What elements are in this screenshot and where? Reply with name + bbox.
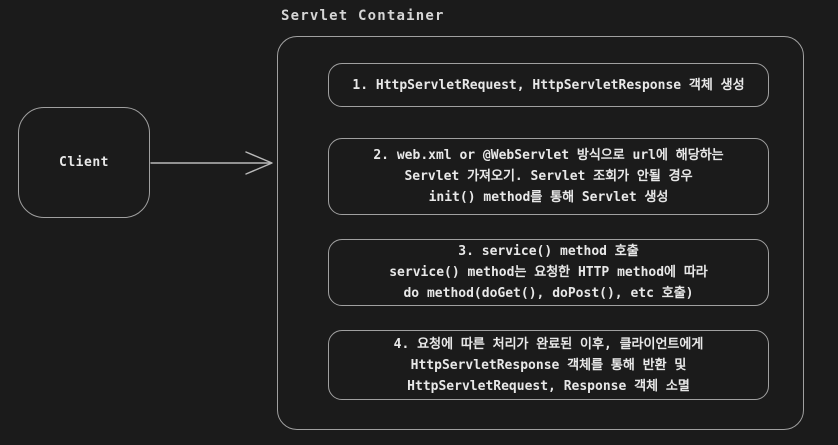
step-3-node: 3. service() method 호출 service() method는… (328, 239, 769, 306)
servlet-container-title: Servlet Container (281, 8, 445, 24)
step-3-line-3: do method(doGet(), doPost(), etc 호출) (403, 286, 694, 301)
step-4-line-3: HttpServletRequest, Response 객체 소멸 (407, 378, 690, 394)
step-4-line-2: HttpServletResponse 객체를 통해 반환 및 (410, 357, 687, 373)
servlet-container-node: 1. HttpServletRequest, HttpServletRespon… (277, 36, 804, 430)
step-3-line-1: 3. service() method 호출 (458, 244, 639, 259)
step-2-node: 2. web.xml or @WebServlet 방식으로 url에 해당하는… (328, 138, 769, 215)
client-label: Client (59, 155, 109, 170)
step-2-line-3: init() method를 통해 Servlet 생성 (428, 190, 669, 205)
step-1-line-1: 1. HttpServletRequest, HttpServletRespon… (352, 77, 745, 93)
step-4-line-1: 4. 요청에 따른 처리가 완료된 이후, 클라이언트에게 (393, 336, 704, 352)
client-to-container-arrow-icon (150, 151, 273, 175)
step-2-line-1: 2. web.xml or @WebServlet 방식으로 url에 해당하는 (373, 148, 724, 163)
step-4-node: 4. 요청에 따른 처리가 완료된 이후, 클라이언트에게 HttpServle… (328, 330, 769, 400)
step-3-line-2: service() method는 요청한 HTTP method에 따라 (389, 265, 708, 280)
step-1-node: 1. HttpServletRequest, HttpServletRespon… (328, 63, 769, 107)
step-2-line-2: Servlet 가져오기. Servlet 조회가 안될 경우 (404, 169, 693, 184)
client-node: Client (18, 107, 150, 218)
